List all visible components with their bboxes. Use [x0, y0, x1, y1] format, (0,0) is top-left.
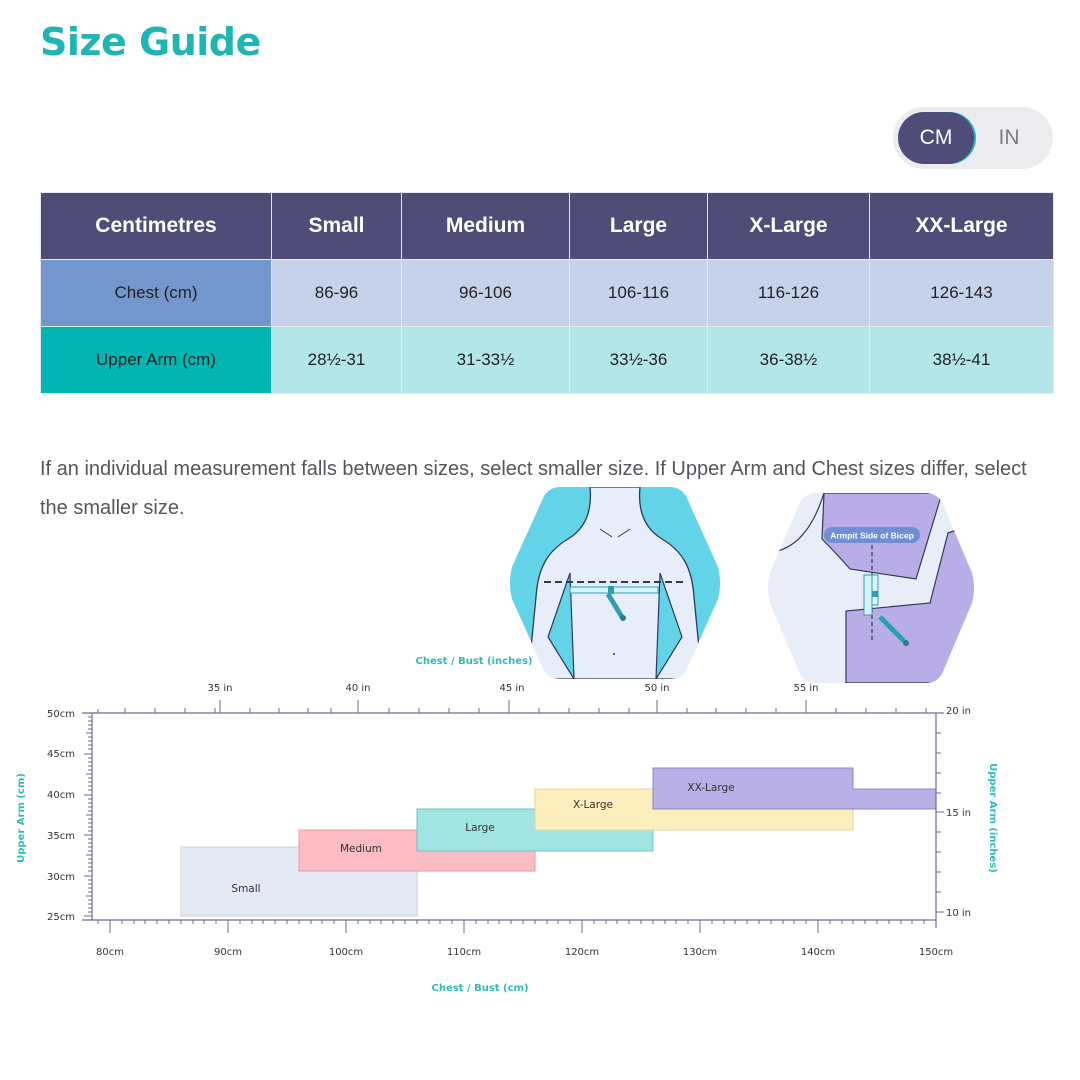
size-chart: Chest / Bust (inches) Chest / Bust (cm) … — [16, 656, 998, 994]
page-title: Size Guide — [40, 20, 261, 64]
cell: 38½-41 — [869, 326, 1054, 394]
header-medium: Medium — [401, 192, 570, 260]
y-tick-label: 45cm — [47, 749, 75, 760]
tick-labels: 80cm 90cm 100cm 110cm 120cm 130cm 140cm … — [47, 683, 971, 958]
header-centimetres: Centimetres — [40, 192, 272, 260]
cell: 106-116 — [569, 259, 708, 327]
y-tick-label: 40cm — [47, 790, 75, 801]
x-tick-label: 140cm — [801, 947, 835, 958]
cell: 31-33½ — [401, 326, 570, 394]
y2-tick-label: 10 in — [946, 908, 971, 919]
table-row-upper-arm: Upper Arm (cm) 28½-31 31-33½ 33½-36 36-3… — [40, 326, 1054, 394]
x-tick-label: 100cm — [329, 947, 363, 958]
chest-measure-illustration-icon — [510, 487, 720, 679]
cell: 116-126 — [707, 259, 870, 327]
x-axis-title: Chest / Bust (cm) — [431, 983, 528, 994]
unit-cm-button[interactable]: CM — [898, 112, 974, 164]
x-tick-label: 90cm — [214, 947, 242, 958]
y-tick-label: 50cm — [47, 709, 75, 720]
x2-axis-title: Chest / Bust (inches) — [415, 656, 532, 667]
cell: 33½-36 — [569, 326, 708, 394]
header-x-large: X-Large — [707, 192, 870, 260]
header-xx-large: XX-Large — [869, 192, 1054, 260]
size-table: Centimetres Small Medium Large X-Large X… — [40, 192, 1054, 394]
label-large: Large — [465, 822, 495, 834]
x2-tick-label: 40 in — [345, 683, 370, 694]
x-tick-label: 150cm — [919, 947, 953, 958]
cell: 28½-31 — [271, 326, 402, 394]
unit-in-button[interactable]: IN — [998, 126, 1020, 149]
label-x-large: X-Large — [573, 799, 613, 811]
header-large: Large — [569, 192, 708, 260]
x-tick-label: 80cm — [96, 947, 124, 958]
row-label: Chest (cm) — [40, 259, 272, 327]
x-minor-ticks — [84, 700, 944, 933]
cell: 96-106 — [401, 259, 570, 327]
x2-tick-label: 35 in — [207, 683, 232, 694]
x-tick-label: 120cm — [565, 947, 599, 958]
header-small: Small — [271, 192, 402, 260]
y2-tick-label: 20 in — [946, 706, 971, 717]
x2-tick-label: 50 in — [644, 683, 669, 694]
x2-tick-label: 45 in — [499, 683, 524, 694]
row-label: Upper Arm (cm) — [40, 326, 272, 394]
table-header-row: Centimetres Small Medium Large X-Large X… — [40, 192, 1054, 260]
x-tick-label: 130cm — [683, 947, 717, 958]
label-xx-large: XX-Large — [687, 782, 734, 794]
size-note: If an individual measurement falls betwe… — [40, 458, 1027, 519]
cell: 86-96 — [271, 259, 402, 327]
table-row-chest: Chest (cm) 86-96 96-106 106-116 116-126 … — [40, 259, 1054, 327]
label-small: Small — [231, 883, 260, 895]
y-tick-label: 35cm — [47, 831, 75, 842]
x-tick-label: 110cm — [447, 947, 481, 958]
y-axis-title: Upper Arm (cm) — [16, 773, 27, 863]
upper-arm-measure-illustration-icon: Armpit Side of Bicep — [768, 493, 974, 683]
y2-tick-label: 15 in — [946, 808, 971, 819]
cell: 36-38½ — [707, 326, 870, 394]
y-tick-label: 25cm — [47, 912, 75, 923]
unit-toggle[interactable]: CM IN — [893, 107, 1053, 169]
label-medium: Medium — [340, 843, 382, 855]
y-tick-label: 30cm — [47, 872, 75, 883]
armpit-label: Armpit Side of Bicep — [830, 531, 914, 541]
cell: 126-143 — [869, 259, 1054, 327]
y2-axis-title: Upper Arm (inches) — [987, 763, 998, 873]
x2-tick-label: 55 in — [793, 683, 818, 694]
